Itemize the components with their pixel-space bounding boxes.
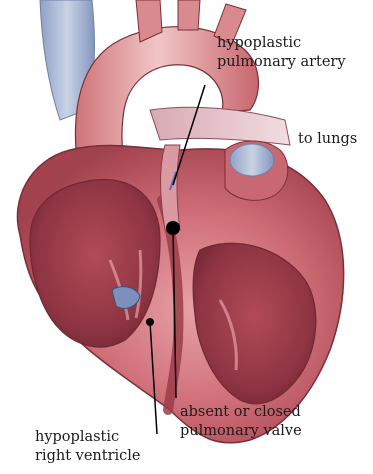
label-valve-line1: absent or closed bbox=[180, 403, 302, 422]
label-pa-line1: hypoplastic bbox=[217, 34, 346, 53]
label-rv-line1: hypoplastic bbox=[35, 428, 140, 447]
pulmonary-valve-dot bbox=[166, 221, 180, 235]
label-to-lungs: to lungs bbox=[298, 130, 357, 149]
pulmonary-vein bbox=[230, 144, 274, 176]
label-absent-or-closed-valve: absent or closed pulmonary valve bbox=[180, 403, 302, 441]
pulmonary-artery-branch bbox=[150, 107, 290, 145]
label-hypoplastic-right-ventricle: hypoplastic right ventricle bbox=[35, 428, 140, 466]
label-lungs-text: to lungs bbox=[298, 130, 357, 149]
label-hypoplastic-pulmonary-artery: hypoplastic pulmonary artery bbox=[217, 34, 346, 72]
right-ventricle-dot bbox=[146, 318, 154, 326]
label-valve-line2: pulmonary valve bbox=[180, 422, 302, 441]
label-pa-line2: pulmonary artery bbox=[217, 53, 346, 72]
label-rv-line2: right ventricle bbox=[35, 447, 140, 466]
